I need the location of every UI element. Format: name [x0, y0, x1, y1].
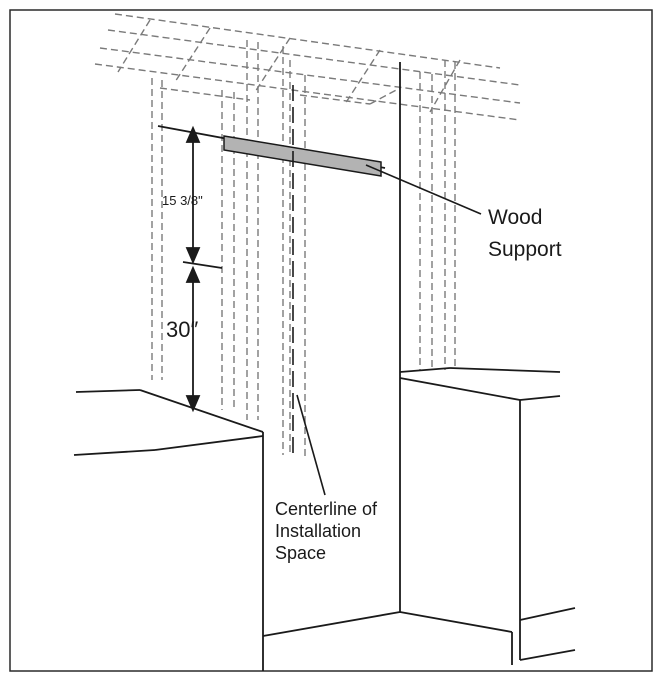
dimension-lower	[185, 265, 201, 413]
wood-support-label-line1: Wood	[488, 206, 542, 229]
right-cabinet	[399, 367, 576, 665]
dimension-upper-label: 15 3/8"	[162, 193, 203, 208]
wood-support-label-line2: Support	[488, 238, 562, 261]
centerline-label-line1: Centerline of	[275, 499, 378, 519]
wall-edges	[157, 62, 513, 671]
wall-studs	[151, 40, 456, 460]
frame-border	[9, 9, 653, 672]
dimension-lower-label: 30″	[166, 317, 198, 342]
ceiling-framing	[94, 13, 521, 121]
left-cabinet	[73, 389, 264, 456]
wood-support	[223, 135, 382, 177]
centerline-label-line3: Space	[275, 543, 326, 563]
leader-lines	[296, 164, 482, 496]
centerline-label-line2: Installation	[275, 521, 361, 541]
dimension-upper	[182, 125, 223, 269]
